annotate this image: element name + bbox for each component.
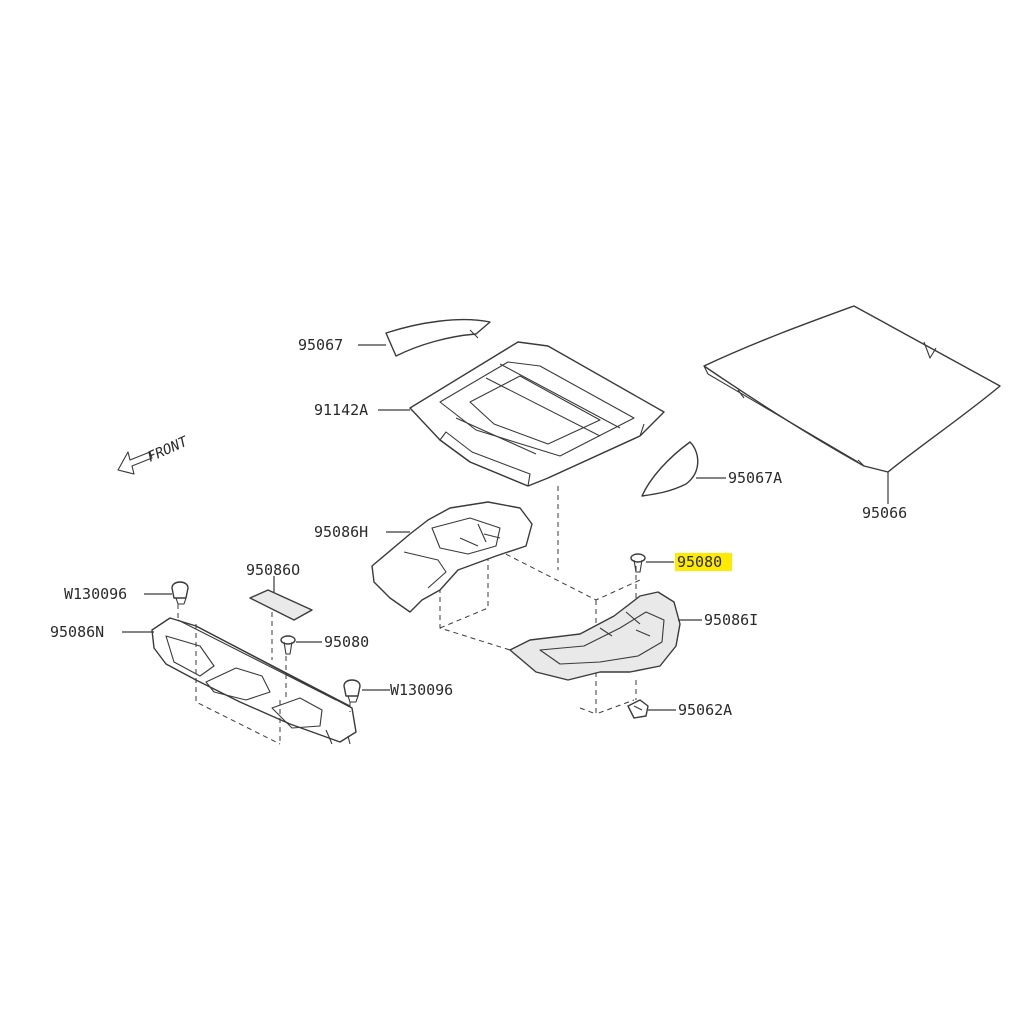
- part-95086O-pad[interactable]: [249, 589, 313, 621]
- label-95086I[interactable]: 95086I: [704, 611, 758, 629]
- label-95080-left[interactable]: 95080: [324, 633, 369, 651]
- highlight-95080: [675, 553, 732, 571]
- label-W130096-top[interactable]: W130096: [64, 585, 127, 603]
- label-95086N[interactable]: 95086N: [50, 623, 104, 641]
- label-95062A[interactable]: 95062A: [678, 701, 732, 719]
- part-95062A-clip[interactable]: [627, 699, 649, 719]
- label-91142A[interactable]: 91142A: [314, 401, 368, 419]
- part-95067A-cover[interactable]: [641, 441, 699, 497]
- label-95067[interactable]: 95067: [298, 336, 343, 354]
- label-95067A[interactable]: 95067A: [728, 469, 782, 487]
- front-arrow: FRONT: [117, 433, 192, 475]
- part-95066-board[interactable]: [703, 305, 1001, 473]
- part-95080-clip-left[interactable]: [280, 635, 296, 655]
- label-95086O[interactable]: 95086O: [246, 561, 300, 579]
- part-W130096-clip-bottom[interactable]: [343, 679, 361, 703]
- part-95080-clip-right[interactable]: [630, 553, 646, 573]
- label-W130096-bottom[interactable]: W130096: [390, 681, 453, 699]
- front-mat-guides: [177, 604, 351, 745]
- part-95086I-mat[interactable]: [509, 591, 681, 681]
- front-label: FRONT: [145, 433, 191, 465]
- part-W130096-clip-top[interactable]: [171, 581, 189, 605]
- part-95086H-mat[interactable]: [371, 501, 533, 613]
- leader-lines: [122, 344, 889, 711]
- part-95067-cover[interactable]: [385, 318, 491, 357]
- label-95066[interactable]: 95066: [862, 504, 907, 522]
- part-95086N-mat[interactable]: [151, 617, 357, 745]
- label-95080-right[interactable]: 95080: [677, 553, 722, 571]
- part-labels: 95067 91142A 95067A 95066 95086H 95080 9…: [50, 336, 907, 719]
- label-95086H[interactable]: 95086H: [314, 523, 368, 541]
- part-91142A-tray[interactable]: [409, 341, 665, 487]
